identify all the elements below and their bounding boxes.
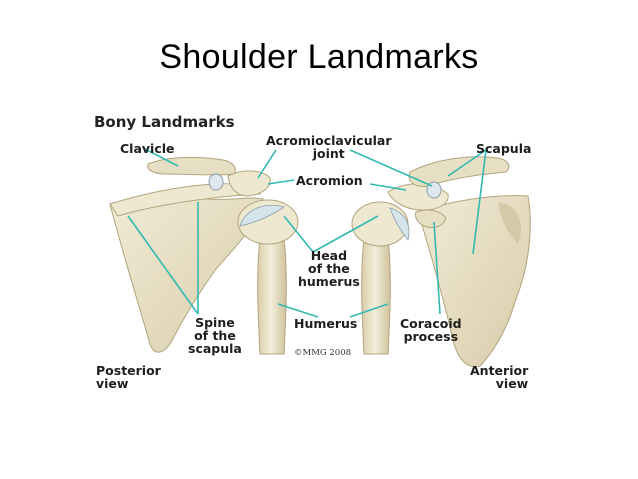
label-acromion: Acromion [296,173,363,188]
shoulder-diagram: Bony Landmarks Clavicle Acromioclavicula… [88,104,548,404]
label-posterior-line1: Posterior [96,363,161,378]
label-clavicle: Clavicle [120,141,175,156]
label-anterior-line2: view [495,376,529,391]
anterior-humerus-shaft [361,238,391,355]
label-ac-joint: Acromioclavicular joint [266,134,392,160]
figure-heading: Bony Landmarks [94,113,235,131]
label-posterior-view: Posterior view [96,364,161,390]
posterior-acromion-shape [227,170,271,197]
label-ac-joint-line1: Acromioclavicular [266,133,392,148]
anterior-head-cartilage [389,207,410,241]
label-spine-line2: of the [194,328,236,343]
slide-title: Shoulder Landmarks [159,38,479,76]
label-spine-line3: scapula [188,341,242,356]
anterior-coracoid-shape [415,209,447,229]
label-head-line3: humerus [298,274,360,289]
label-humerus: Humerus [294,316,358,331]
label-anterior-view: Anterior view [470,364,528,390]
anterior-scapula-shape [417,195,531,368]
posterior-clavicle-shape [147,156,236,176]
label-coracoid-line1: Coracoid [400,316,462,331]
anterior-scapula-shadow [498,202,522,244]
label-head-humerus: Head of the humerus [298,249,360,288]
label-posterior-line2: view [96,376,129,391]
posterior-clavicle-end [208,173,224,191]
posterior-humerus-shaft [257,238,287,355]
copyright-notice: ©MMG 2008 [294,348,352,358]
posterior-head-cartilage [239,204,285,227]
label-coracoid-line2: process [403,329,459,344]
label-head-line1: Head [310,248,348,263]
label-spine-scapula: Spine of the scapula [188,316,242,355]
label-anterior-line1: Anterior [470,363,529,378]
label-coracoid-process: Coracoid process [400,317,462,343]
label-scapula: Scapula [476,141,532,156]
label-ac-joint-line2: joint [312,146,345,161]
label-spine-line1: Spine [195,315,235,330]
leader-lines [127,147,487,318]
bone-illustration [109,147,531,368]
label-head-line2: of the [308,261,350,276]
